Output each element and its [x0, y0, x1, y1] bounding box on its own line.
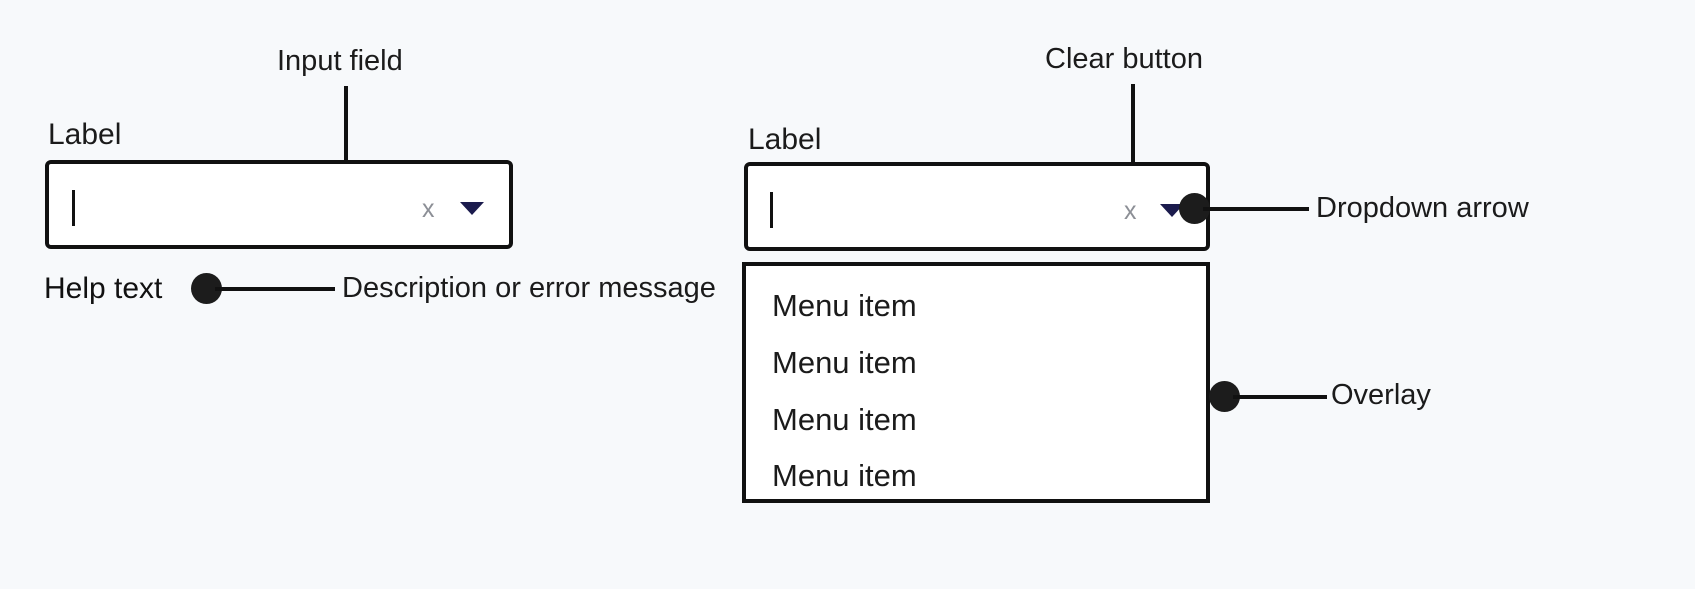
right-dropdown-arrow-icon[interactable]	[1160, 204, 1184, 217]
annotation-leader-dropdown-arrow	[1203, 207, 1309, 211]
left-clear-icon[interactable]: x	[422, 195, 435, 223]
menu-item[interactable]: Menu item	[772, 458, 917, 493]
right-text-caret	[770, 192, 773, 228]
annotation-label-help-text: Description or error message	[342, 272, 716, 304]
annotation-leader-clear-button	[1131, 84, 1135, 177]
annotation-leader-input-field	[344, 86, 348, 182]
right-input-field[interactable]: x	[744, 162, 1210, 251]
left-field-help-text: Help text	[44, 272, 163, 305]
menu-item[interactable]: Menu item	[772, 288, 917, 323]
annotation-label-clear-button: Clear button	[1045, 43, 1203, 75]
left-input-field[interactable]: x	[45, 160, 513, 249]
menu-item[interactable]: Menu item	[772, 402, 917, 437]
left-field-label: Label	[48, 118, 122, 151]
dropdown-overlay-menu[interactable]: Menu item Menu item Menu item Menu item	[742, 262, 1210, 503]
right-field-label: Label	[748, 123, 822, 156]
left-text-caret	[72, 190, 75, 226]
menu-item[interactable]: Menu item	[772, 345, 917, 380]
annotation-leader-help-text	[215, 287, 335, 291]
annotation-label-input-field: Input field	[277, 45, 403, 77]
annotation-label-overlay: Overlay	[1331, 379, 1431, 411]
annotation-leader-overlay	[1233, 395, 1327, 399]
annotation-label-dropdown-arrow: Dropdown arrow	[1316, 192, 1529, 224]
right-clear-icon[interactable]: x	[1124, 197, 1137, 225]
left-dropdown-arrow-icon[interactable]	[460, 202, 484, 215]
